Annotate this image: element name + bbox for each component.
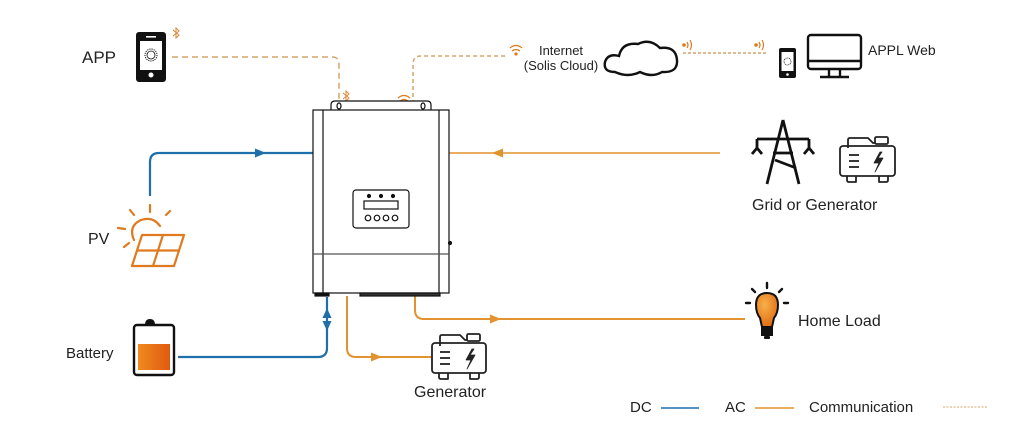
cloud-icon [603,40,679,77]
communication-lines [172,52,766,104]
generator-icon [839,136,896,183]
smartphone-icon [779,48,796,78]
internet-label: Internet (Solis Cloud) [513,43,609,73]
legend-dc-label: DC [630,399,652,416]
bluetooth-icon [172,26,180,40]
inverter-button [373,214,381,222]
battery-label: Battery [66,345,114,362]
inverter-lcd-display [363,200,399,210]
inverter-to-generator-ac-line [346,296,432,358]
power-tower-icon [750,119,816,185]
inverter-to-home-load-ac-line [414,296,745,320]
legend-communication-label: Communication [809,399,914,416]
pv-dc-arrow [255,148,266,158]
internet-label-line2: (Solis Cloud) [523,58,599,73]
inverter-button [391,214,399,222]
generator-icon [431,333,487,380]
legend-ac-label: AC [725,399,746,416]
battery-dc-arrow-down [322,321,332,331]
wireless-signal-icon [754,39,765,51]
appl-web-label: APPL Web [868,42,936,58]
monitor-icon [806,33,863,79]
inverter-control-panel[interactable] [352,189,410,229]
generator-ac-arrow [371,352,382,362]
wifi-icon [397,94,411,102]
bluetooth-icon [342,89,350,103]
home-load-label: Home Load [798,313,881,330]
internet-label-line1: Internet [538,43,584,58]
inverter-to-internet-comm-line [412,55,508,104]
grid-or-generator-label: Grid or Generator [752,197,878,214]
solar-panel-icon [116,203,186,268]
home-load-ac-arrow [490,314,501,324]
battery-dc-arrow-up [322,308,332,318]
battery-to-inverter-dc-line [178,297,329,359]
app-label: APP [82,48,117,67]
grid-ac-arrow [492,148,503,158]
inverter-button [382,214,390,222]
light-bulb-icon [744,281,790,339]
app-to-inverter-comm-line [172,56,340,104]
smartphone-icon [136,32,166,82]
inverter-button [364,214,372,222]
battery-icon [132,319,176,377]
pv-to-inverter-dc-line [148,151,313,196]
pv-label: PV [88,231,110,248]
generator-label: Generator [414,384,487,401]
wireless-signal-icon [682,39,693,51]
wifi-icon [509,44,523,56]
